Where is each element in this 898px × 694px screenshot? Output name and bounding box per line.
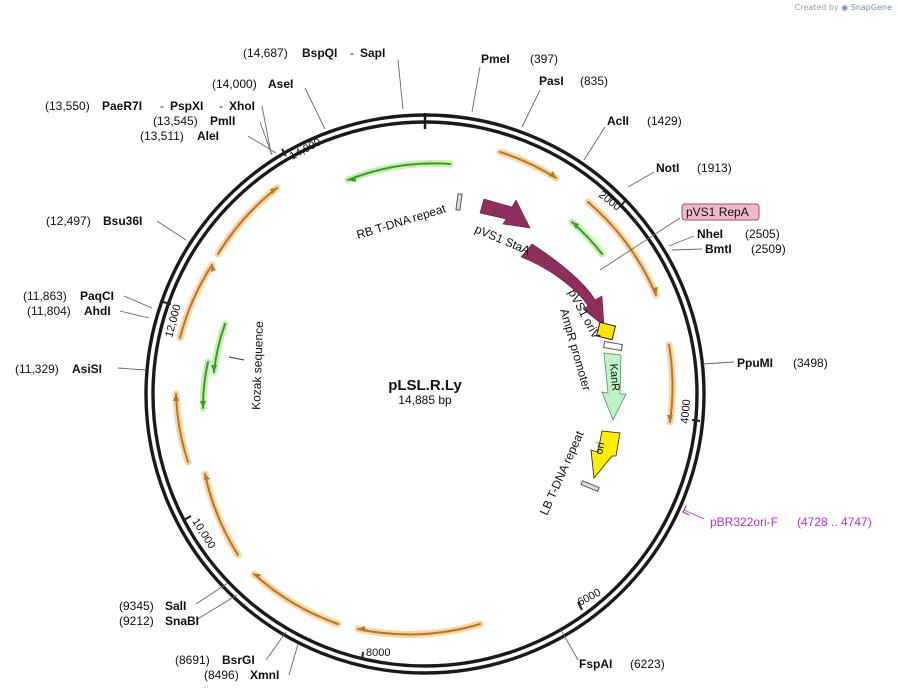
site-name: AhdI bbox=[84, 304, 111, 318]
primer-pbr322ori-f: pBR322ori-F (4728 .. 4747) bbox=[682, 505, 872, 529]
repa-label-box bbox=[681, 203, 760, 221]
credit-prefix: Created by bbox=[794, 3, 839, 12]
site-pos: (11,804) bbox=[27, 304, 71, 318]
orange-feature-arcs bbox=[172, 148, 676, 638]
feature-label-repa: pVS1 RepA bbox=[686, 205, 749, 219]
site-pos: (11,863) bbox=[23, 289, 67, 303]
site-pos: (3498) bbox=[793, 356, 828, 370]
site-name: PaeR7I bbox=[102, 99, 142, 113]
site-pos: (13,550) bbox=[45, 99, 90, 113]
repa-leader-line bbox=[599, 217, 681, 271]
green-feature-arcs bbox=[199, 159, 606, 412]
site-pos: (14,687) bbox=[243, 46, 288, 60]
site-name: AclI bbox=[607, 114, 629, 128]
feature-arc bbox=[357, 623, 481, 636]
feature-arc bbox=[253, 573, 339, 625]
site-name: PspXI bbox=[170, 99, 203, 113]
site-leader-lines bbox=[117, 59, 735, 676]
plasmid-backbone bbox=[144, 113, 706, 675]
feature-arc bbox=[204, 473, 239, 556]
site-pos: (13,545) bbox=[153, 114, 198, 128]
feature-arc bbox=[587, 201, 657, 296]
plasmid-name: pLSL.R.Ly bbox=[388, 377, 462, 394]
site-pos: (397) bbox=[530, 52, 558, 66]
site-separator: - bbox=[160, 99, 164, 113]
tick-label: 6000 bbox=[576, 587, 603, 609]
feature-lb-tdna bbox=[580, 480, 600, 492]
site-name: NheI bbox=[697, 227, 723, 241]
site-separator: - bbox=[219, 99, 223, 113]
feature-rb-tdna bbox=[455, 193, 463, 211]
site-pos: (8691) bbox=[175, 653, 210, 667]
site-name: BmtI bbox=[705, 242, 732, 256]
site-separator: - bbox=[350, 46, 354, 60]
site-name: AsiSI bbox=[72, 362, 102, 376]
site-pos: (2509) bbox=[751, 242, 786, 256]
site-pos: (14,000) bbox=[212, 77, 257, 91]
feature-arc bbox=[347, 162, 451, 181]
site-pos: (1429) bbox=[647, 114, 682, 128]
site-name: FspAI bbox=[579, 657, 612, 671]
site-pos: (2505) bbox=[745, 227, 780, 241]
site-name: SapI bbox=[360, 46, 385, 60]
site-pos: (9345) bbox=[119, 599, 154, 613]
site-name: PpuMI bbox=[737, 356, 773, 370]
stab-arrow bbox=[479, 198, 531, 229]
site-pos: (11,329) bbox=[15, 362, 59, 376]
feature-label-kanr: KanR bbox=[607, 363, 621, 392]
site-name: PasI bbox=[539, 74, 564, 88]
feature-arc bbox=[179, 264, 213, 339]
restriction-sites: (14,687) BspQI - SapI PmeI (397) PasI (8… bbox=[15, 46, 828, 682]
snapgene-logo-icon: ◉ bbox=[841, 3, 849, 12]
ori-vs1-box bbox=[595, 321, 617, 341]
feature-label-lb: LB T-DNA repeat bbox=[537, 428, 587, 517]
feature-label-ori: ori bbox=[593, 441, 607, 455]
tick-label: 10,000 bbox=[189, 516, 217, 551]
site-name: SnaBI bbox=[165, 614, 199, 628]
primer-name: pBR322ori-F bbox=[710, 515, 778, 529]
site-name: PaqCI bbox=[80, 289, 114, 303]
primer-range: (4728 .. 4747) bbox=[797, 515, 872, 529]
site-pos: (8496) bbox=[204, 668, 239, 682]
ampr-promoter-marker bbox=[603, 340, 623, 352]
tick-label: 8000 bbox=[366, 647, 390, 659]
site-name: XhoI bbox=[229, 99, 255, 113]
site-name: SalI bbox=[165, 599, 186, 613]
site-pos: (6223) bbox=[630, 657, 665, 671]
site-name: NotI bbox=[656, 161, 679, 175]
site-pos: (9212) bbox=[119, 614, 154, 628]
site-name: PmlI bbox=[210, 114, 235, 128]
feature-label-rb: RB T-DNA repeat bbox=[355, 201, 448, 242]
site-name: BsrGI bbox=[222, 653, 255, 667]
site-pos: (12,497) bbox=[46, 214, 91, 228]
snapgene-credit: Created by ◉ SnapGene bbox=[795, 3, 892, 12]
site-name: AseI bbox=[268, 77, 293, 91]
site-pos: (13,511) bbox=[140, 129, 184, 143]
site-name: AleI bbox=[197, 129, 219, 143]
ori-arrow bbox=[590, 430, 621, 479]
kanr-arrow bbox=[601, 352, 627, 421]
tick-label: 4000 bbox=[679, 399, 693, 424]
site-name: BspQI bbox=[302, 46, 337, 60]
repa-arrow bbox=[520, 243, 605, 327]
site-pos: (835) bbox=[580, 74, 608, 88]
site-name: PmeI bbox=[481, 52, 510, 66]
site-name: Bsu36I bbox=[103, 214, 142, 228]
site-name: XmnI bbox=[250, 668, 279, 682]
kozak-marker bbox=[228, 356, 245, 361]
feature-label-kozak: Kozak sequence bbox=[249, 321, 266, 410]
credit-brand: SnapGene bbox=[850, 3, 892, 12]
plasmid-length: 14,885 bp bbox=[398, 393, 452, 407]
site-pos: (1913) bbox=[697, 161, 732, 175]
